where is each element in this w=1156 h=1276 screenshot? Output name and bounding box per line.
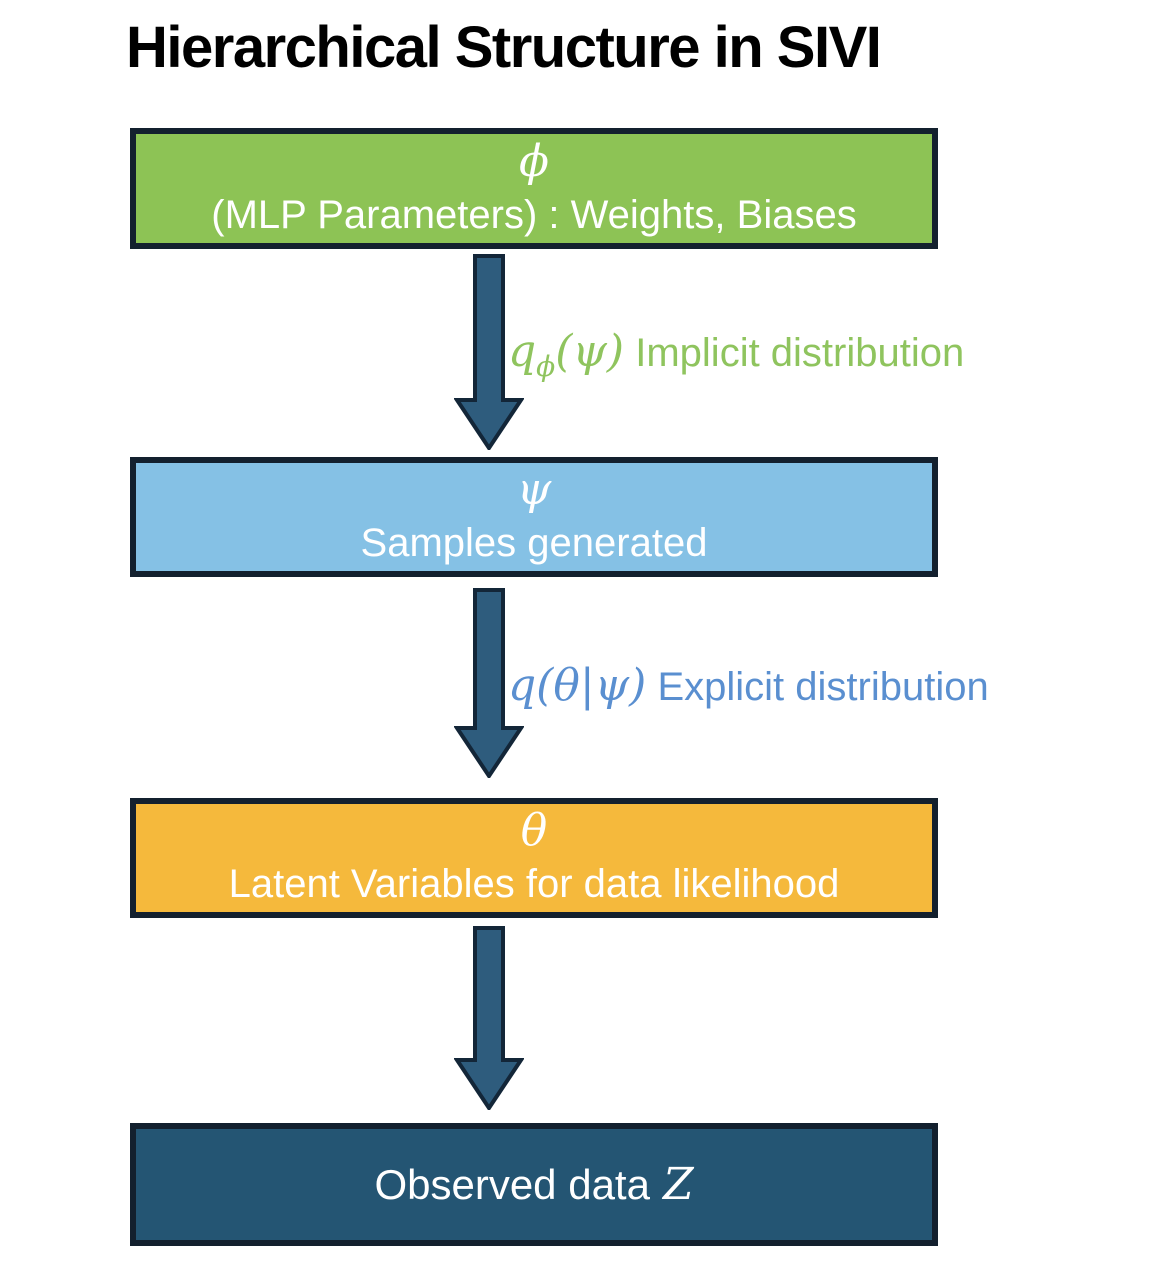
arrow-shape — [454, 926, 524, 1110]
math-q: q — [508, 326, 537, 377]
edge-caption-implicit: Implicit distribution — [635, 331, 965, 375]
edge-label-explicit: q(θ|ψ) Explicit distribution — [508, 656, 989, 717]
math-args: (ψ) — [555, 326, 625, 377]
node-theta: θ Latent Variables for data likelihood — [130, 798, 938, 918]
psi-label: Samples generated — [360, 521, 708, 565]
math-q: q — [508, 660, 537, 711]
math-q-phi-psi: qϕ(ψ) — [508, 326, 625, 380]
arrow-shape — [454, 254, 524, 450]
node-phi: ϕ (MLP Parameters) : Weights, Biases — [130, 128, 938, 249]
arrow-shape — [454, 588, 524, 778]
page-title: Hierarchical Structure in SIVI — [126, 15, 882, 80]
node-observed-data: Observed data Z — [130, 1123, 938, 1246]
theta-label: Latent Variables for data likelihood — [228, 862, 840, 906]
node-psi: ψ Samples generated — [130, 457, 938, 577]
math-sub-phi: ϕ — [536, 349, 556, 383]
psi-symbol: ψ — [516, 464, 552, 515]
phi-symbol: ϕ — [519, 135, 549, 187]
observed-data-label: Observed data — [374, 1160, 650, 1208]
edge-label-implicit: qϕ(ψ) Implicit distribution — [508, 322, 964, 383]
theta-symbol: θ — [520, 805, 548, 856]
phi-label: (MLP Parameters) : Weights, Biases — [211, 192, 857, 237]
down-arrow-icon-phi-to-psi — [454, 254, 524, 450]
math-args: (θ|ψ) — [536, 660, 647, 711]
down-arrow-icon-psi-to-theta — [454, 588, 524, 778]
math-q-theta-psi: q(θ|ψ) — [508, 660, 646, 711]
down-arrow-icon-theta-to-z — [454, 926, 524, 1110]
z-symbol: Z — [662, 1158, 694, 1210]
edge-caption-explicit: Explicit distribution — [657, 665, 989, 709]
